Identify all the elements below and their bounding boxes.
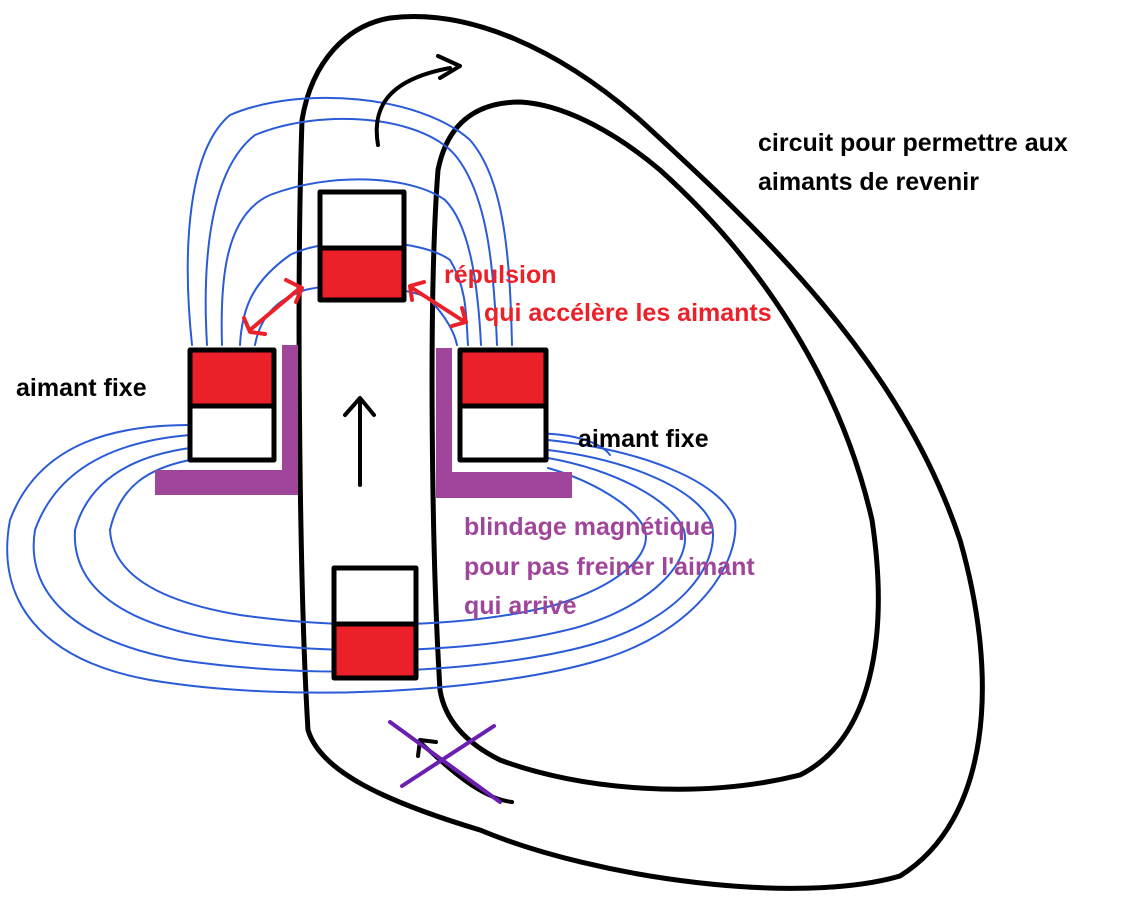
field-line: [220, 178, 482, 346]
repulsion-arrows: [242, 278, 468, 336]
fixed-magnet-right-label: aimant fixe: [578, 425, 709, 453]
field-line: [6, 424, 737, 694]
direction-arrows: [343, 54, 462, 487]
magnets: [187, 189, 549, 681]
shield-label-line3: qui arrive: [464, 592, 577, 620]
magnetic-shields: [155, 345, 572, 498]
up-arrow-icon: [343, 396, 376, 487]
repulsion-label-line1: répulsion: [444, 261, 557, 289]
fixed-magnet-left: [187, 347, 277, 463]
fixed-magnet-left-label: aimant fixe: [16, 374, 147, 402]
cross-icon: [388, 720, 502, 804]
shield-label-line1: blindage magnétique: [464, 513, 715, 541]
repulsion-arrow-left-icon: [242, 278, 304, 336]
repulsion-arrow-right-icon: [408, 280, 468, 328]
fixed-magnet-right: [457, 347, 549, 463]
shield-label-line2: pour pas freiner l'aimant: [464, 553, 755, 581]
track: [296, 14, 985, 891]
shield-left: [155, 345, 298, 495]
track-outer: [296, 14, 985, 891]
curved-arrow-icon: [374, 54, 462, 147]
shield-right: [436, 348, 572, 498]
field-line: [186, 96, 513, 346]
crossed-arrow: [388, 720, 514, 804]
track-inner: [429, 99, 881, 792]
circuit-label-line1: circuit pour permettre aux: [758, 129, 1068, 157]
moving-magnet-top: [317, 189, 407, 303]
moving-magnet-bottom: [331, 565, 419, 681]
repulsion-label-line2: qui accélère les aimants: [484, 299, 772, 327]
circuit-label-line2: aimants de revenir: [758, 168, 979, 196]
backward-arrow-icon: [418, 740, 514, 804]
field-line: [204, 117, 498, 346]
